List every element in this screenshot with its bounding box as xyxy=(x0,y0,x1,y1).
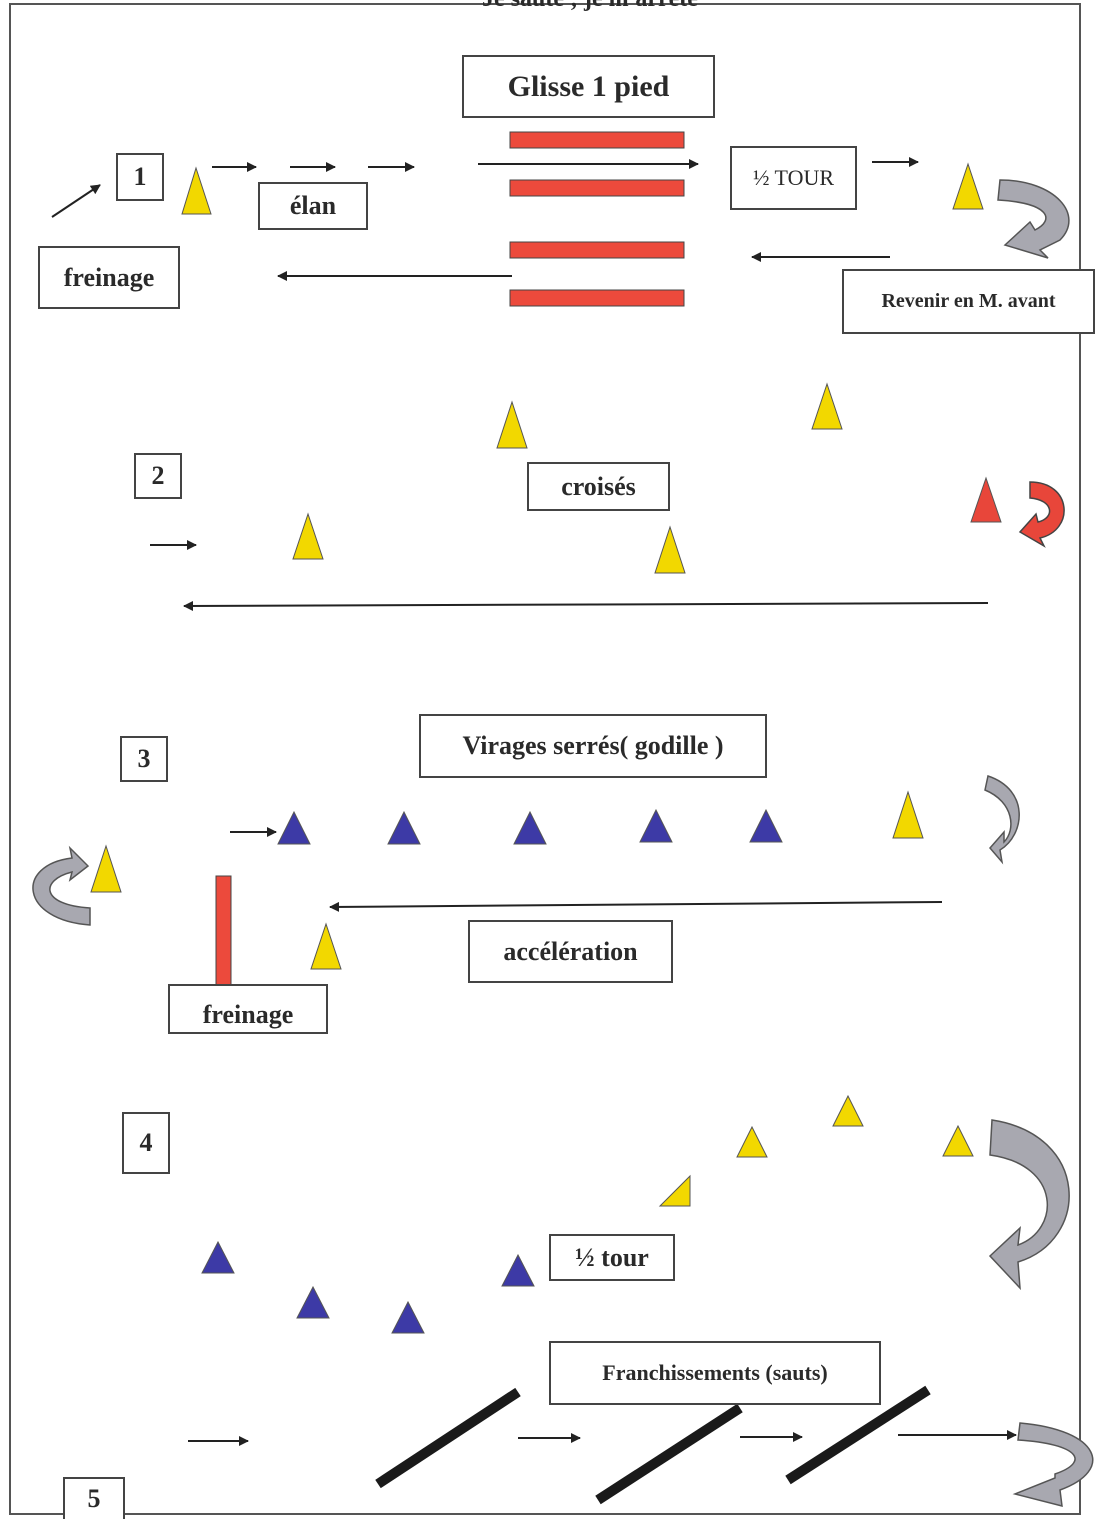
cone-blue xyxy=(513,810,547,845)
cone-red xyxy=(970,476,1002,523)
label-demi-tour: ½ TOUR xyxy=(730,146,857,210)
cone-yellow xyxy=(310,922,342,970)
page-title: Je saute ; je m'arrête xyxy=(380,0,800,13)
turn-arrow-grey xyxy=(988,1119,1070,1291)
section-title-franchissements: Franchissements (sauts) xyxy=(549,1341,881,1405)
section-title-virages: Virages serrés( godille ) xyxy=(419,714,767,778)
label-demi-tour-4: ½ tour xyxy=(549,1234,675,1281)
cone-yellow xyxy=(90,844,122,893)
section-title-glisse: Glisse 1 pied xyxy=(462,55,715,118)
cone-yellow xyxy=(181,166,212,215)
cone-blue xyxy=(296,1285,330,1319)
label-freinage-3: freinage xyxy=(168,984,328,1034)
cone-yellow xyxy=(832,1094,864,1127)
cone-blue xyxy=(277,810,311,845)
turn-arrow-grey xyxy=(1012,1422,1094,1507)
section-number-3: 3 xyxy=(120,736,168,782)
cone-yellow xyxy=(942,1124,974,1157)
cone-yellow xyxy=(952,162,984,210)
cone-blue xyxy=(501,1253,535,1287)
arrow-s2-back xyxy=(183,600,989,611)
cone-yellow xyxy=(496,400,528,449)
section-number-5: 5 xyxy=(63,1477,125,1519)
arrow-s1-entry xyxy=(51,184,101,218)
jump-bar xyxy=(595,1403,743,1505)
turn-arrow-grey xyxy=(997,179,1070,259)
cone-blue xyxy=(387,810,421,845)
label-acceleration: accélération xyxy=(468,920,673,983)
label-revenir: Revenir en M. avant xyxy=(842,269,1095,334)
cone-blue xyxy=(749,808,783,843)
cone-yellow xyxy=(736,1125,768,1158)
cone-yellow xyxy=(892,790,924,839)
cone-yellow xyxy=(292,512,324,560)
turn-arrow-red xyxy=(1018,481,1065,548)
red-bar xyxy=(509,131,685,149)
cone-yellow xyxy=(811,382,843,430)
section-number-4: 4 xyxy=(122,1112,170,1174)
section-number-1: 1 xyxy=(116,153,164,201)
red-bar xyxy=(509,241,685,259)
label-elan: élan xyxy=(258,182,368,230)
red-bar xyxy=(509,289,685,307)
jump-bar xyxy=(375,1387,521,1489)
jump-bar xyxy=(785,1385,931,1485)
cone-blue xyxy=(639,808,673,843)
turn-arrow-grey xyxy=(32,845,91,926)
red-brake-bar xyxy=(215,875,232,987)
label-freinage: freinage xyxy=(38,246,180,309)
cone-yellow xyxy=(658,1174,691,1207)
cone-yellow xyxy=(654,525,686,574)
cone-blue xyxy=(391,1300,425,1334)
page-frame xyxy=(9,3,1081,1515)
red-bar xyxy=(509,179,685,197)
turn-arrow-grey xyxy=(984,775,1020,865)
arrow-s3-back xyxy=(329,901,943,912)
section-number-2: 2 xyxy=(134,453,182,499)
cone-blue xyxy=(201,1240,235,1274)
label-croises: croisés xyxy=(527,462,670,511)
